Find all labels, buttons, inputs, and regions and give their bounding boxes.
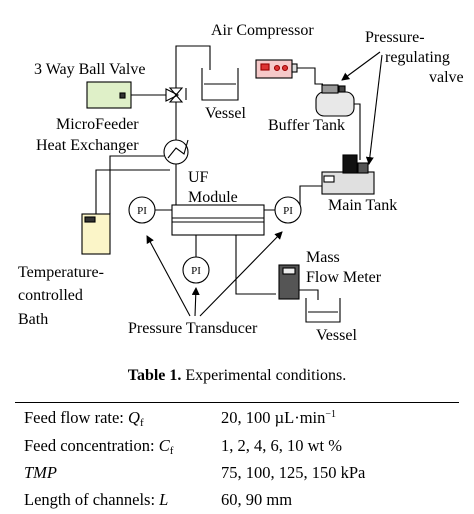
label-module: Module xyxy=(188,189,238,206)
label-uf: UF xyxy=(188,169,209,186)
label-heat-exchanger: Heat Exchanger xyxy=(36,137,139,154)
table-caption-text: Experimental conditions. xyxy=(181,367,347,384)
label-microfeeder: MicroFeeder xyxy=(56,116,139,133)
label-pressure-transducer: Pressure Transducer xyxy=(128,320,258,337)
pi-left-label: PI xyxy=(137,205,147,217)
vessel-bottom-icon xyxy=(305,298,341,323)
pi-bottom-icon xyxy=(182,256,210,284)
permeate-line xyxy=(235,235,276,295)
buffer-to-main-line xyxy=(354,103,361,160)
pi-left-icon xyxy=(128,196,156,224)
label-air-compressor: Air Compressor xyxy=(211,22,314,39)
label-temp-bath-3: Bath xyxy=(18,311,48,328)
pi-right-icon xyxy=(274,196,302,224)
label-vessel-top: Vessel xyxy=(205,105,246,122)
mass-flow-meter-icon xyxy=(278,264,300,300)
pressure-valve-arrow-1 xyxy=(341,51,381,81)
row-label: TMP xyxy=(24,463,57,482)
air-line xyxy=(297,67,323,85)
flow-meter-to-vessel-line xyxy=(299,289,319,300)
transducer-arrow-middle xyxy=(191,287,200,317)
row-label: Length of channels: L xyxy=(24,490,169,509)
pressure-valve-arrow-2 xyxy=(365,54,383,165)
label-pressure-valve-3: valve xyxy=(429,69,464,86)
transducer-arrow-right xyxy=(199,231,283,317)
table-caption: Table 1. Experimental conditions. xyxy=(0,367,474,385)
label-main-tank: Main Tank xyxy=(328,197,397,214)
label-flow-meter: Flow Meter xyxy=(306,269,382,286)
label-pressure-valve-1: Pressure- xyxy=(365,29,425,46)
row-label: Feed concentration: Cf xyxy=(24,436,174,457)
pi-bottom-label: PI xyxy=(191,265,201,277)
bath-loop-line-2 xyxy=(109,155,164,214)
uf-module-icon xyxy=(171,204,265,236)
row-value: 60, 90 mm xyxy=(221,490,293,509)
buffer-tank-icon xyxy=(315,84,355,117)
vessel-top-icon xyxy=(201,68,239,101)
temperature-bath-icon xyxy=(81,213,111,255)
label-pressure-valve-2: regulating xyxy=(385,49,450,66)
row-value: 75, 100, 125, 150 kPa xyxy=(221,463,366,482)
transducer-arrow-left xyxy=(146,235,191,317)
table-top-rule xyxy=(15,402,459,403)
bath-loop-line-1 xyxy=(95,169,170,214)
row-label: Feed flow rate: Qf xyxy=(24,408,144,429)
air-compressor-icon xyxy=(255,59,298,79)
table-caption-number: Table 1. xyxy=(127,367,182,384)
label-temp-bath-1: Temperature- xyxy=(18,264,104,281)
label-buffer-tank: Buffer Tank xyxy=(268,117,345,134)
process-flow-diagram: Air Compressor Pressure- regulating valv… xyxy=(18,22,464,344)
main-tank-icon xyxy=(321,154,375,195)
row-value: 1, 2, 4, 6, 10 wt % xyxy=(221,436,342,455)
microfeeder-icon xyxy=(86,81,132,109)
label-temp-bath-2: controlled xyxy=(18,287,83,304)
valve-to-vessel-line xyxy=(175,45,211,88)
heat-exchanger-icon xyxy=(163,139,189,165)
label-mass: Mass xyxy=(306,249,340,266)
row-value: 20, 100 µL·min−1 xyxy=(221,408,337,427)
three-way-valve-icon xyxy=(165,87,187,103)
pi-right-label: PI xyxy=(283,205,293,217)
label-three-way-valve: 3 Way Ball Valve xyxy=(34,61,145,78)
label-vessel-bottom: Vessel xyxy=(316,327,357,344)
